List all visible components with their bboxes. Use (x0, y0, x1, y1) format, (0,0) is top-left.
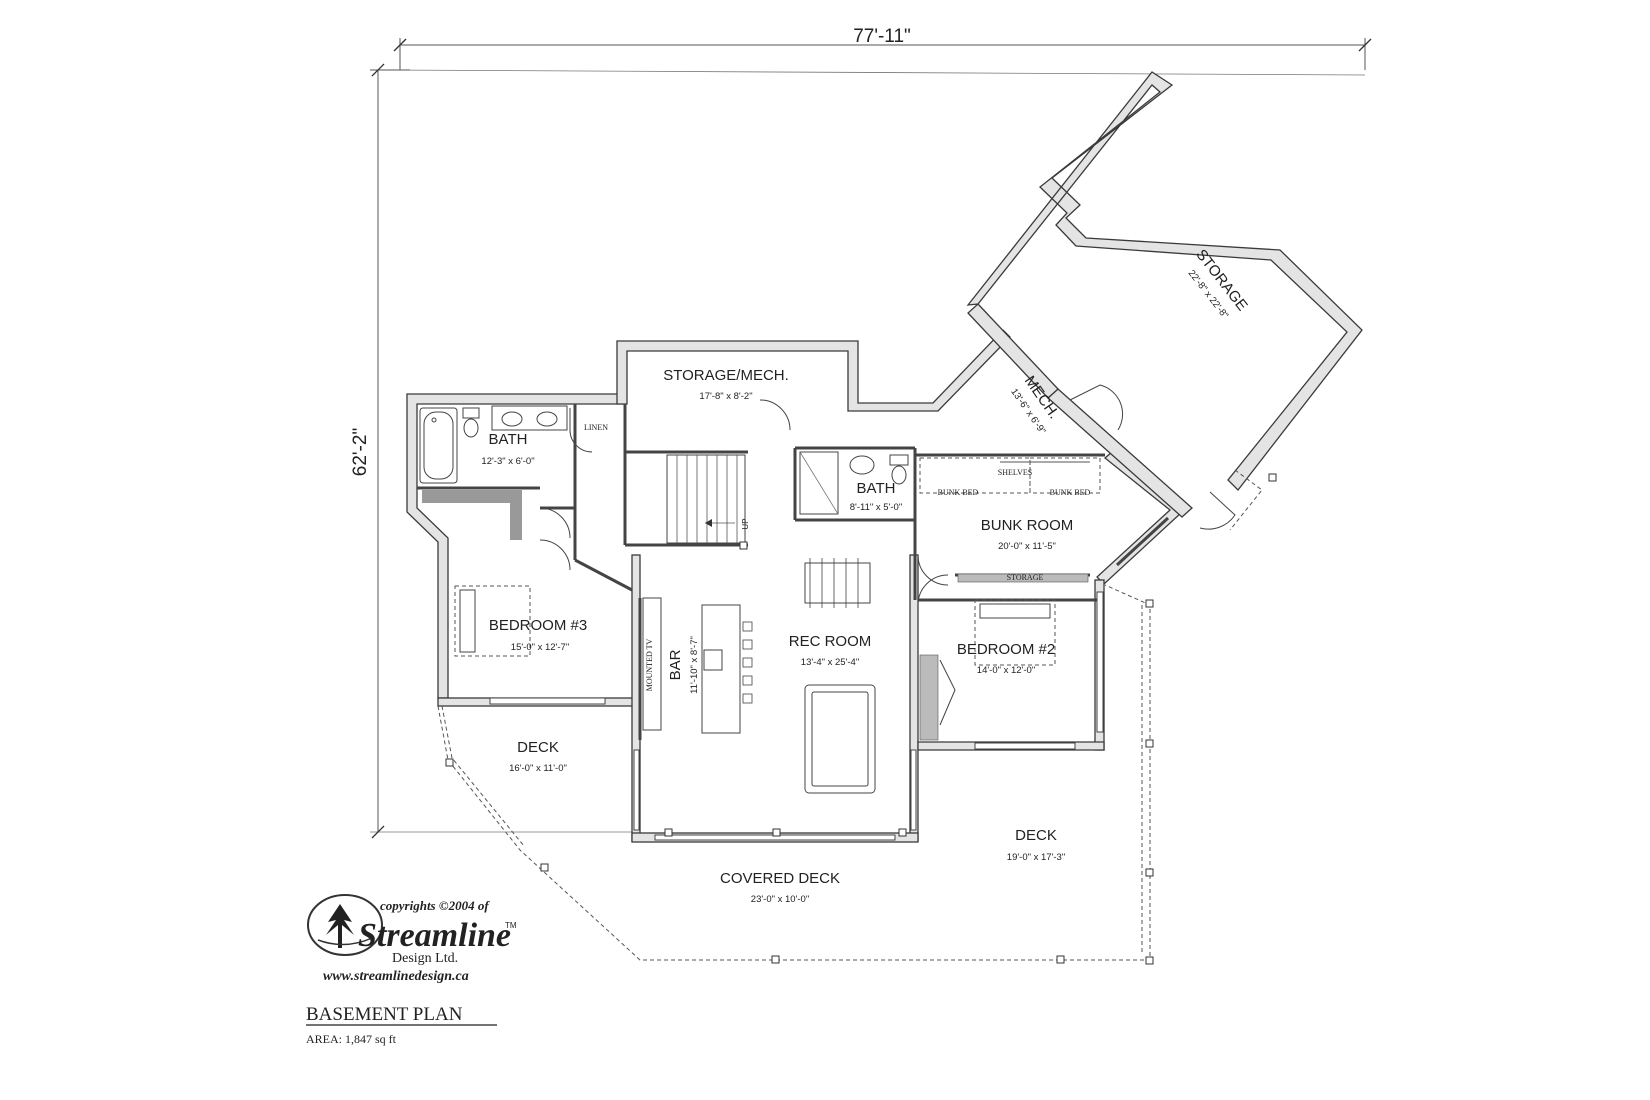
bath-left-fixtures (419, 405, 593, 571)
deck-right-label: DECK (1015, 827, 1057, 844)
exterior-walls (406, 71, 1363, 843)
rec-room-label: REC ROOM (789, 633, 872, 650)
bath-center-label: BATH (857, 480, 896, 497)
streamline-logo (307, 894, 383, 956)
bar-fixtures (642, 597, 753, 734)
deck-left-size: 16'-0" x 11'-0" (509, 763, 567, 774)
bunk-room-size: 20'-0" x 11'-5" (998, 541, 1056, 552)
rec-room-fixtures (759, 399, 949, 794)
deck-posts (445, 473, 1277, 965)
company-name: Streamline (358, 917, 511, 954)
bunk-room-fixtures (919, 457, 1101, 583)
tree-icon (326, 904, 354, 948)
bedroom-3-fixtures (454, 585, 531, 657)
stair-up-label: UP (741, 518, 750, 529)
bunk-bed-right-label: BUNK BED (1050, 488, 1091, 497)
deck-right-size: 19'-0" x 17'-3" (1007, 852, 1065, 863)
covered-deck-label: COVERED DECK (720, 870, 840, 887)
bar-label: BAR (667, 649, 684, 680)
website-text: www.streamlinedesign.ca (323, 969, 469, 984)
bedroom-2-size: 14'-0" x 12'-0" (977, 665, 1035, 676)
storage-mech-size: 17'-8" x 8'-2" (699, 391, 752, 402)
room-labels: STORAGE 22'-8" x 22'-8" STORAGE/MECH. 17… (481, 246, 1250, 905)
interior-walls (417, 404, 1105, 740)
linen-label: LINEN (584, 423, 608, 432)
bar-size: 11'-10" x 8'-7" (689, 636, 700, 694)
windows (489, 516, 1170, 841)
overall-depth-dimension: 62'-2" (350, 428, 371, 476)
bedroom-2-fixtures (919, 599, 1056, 741)
overall-dimension-lines (370, 38, 1372, 839)
bath-center-size: 8'-11" x 5'-0" (850, 502, 902, 513)
stairs (666, 454, 746, 544)
bedroom-3-size: 15'-0" x 12'-7" (511, 642, 569, 653)
bath-left-size: 12'-3" x 6'-0" (481, 456, 534, 467)
storage-small-label: STORAGE (1007, 573, 1044, 582)
overall-width-dimension: 77'-11" (853, 26, 911, 47)
plan-area: AREA: 1,847 sq ft (306, 1032, 397, 1046)
mounted-tv-label: MOUNTED TV (645, 639, 654, 692)
storage-mech-label: STORAGE/MECH. (663, 367, 789, 384)
trademark-mark: TM (505, 921, 517, 930)
company-suffix: Design Ltd. (392, 951, 458, 966)
bunk-room-label: BUNK ROOM (981, 517, 1074, 534)
deck-left-label: DECK (517, 739, 559, 756)
plan-title: BASEMENT PLAN (306, 1004, 463, 1025)
copyright-text: copyrights ©2004 of (380, 898, 490, 913)
bedroom-3-label: BEDROOM #3 (489, 617, 587, 634)
rec-room-size: 13'-4" x 25'-4" (801, 657, 859, 668)
covered-deck-size: 23'-0" x 10'-0" (751, 894, 809, 905)
bath-left-label: BATH (489, 431, 528, 448)
mech-door (1069, 384, 1236, 530)
bunk-bed-left-label: BUNK BED (938, 488, 979, 497)
bath-center-fixtures (799, 451, 909, 515)
shelves-label: SHELVES (998, 468, 1032, 477)
bedroom-2-label: BEDROOM #2 (957, 641, 1055, 658)
